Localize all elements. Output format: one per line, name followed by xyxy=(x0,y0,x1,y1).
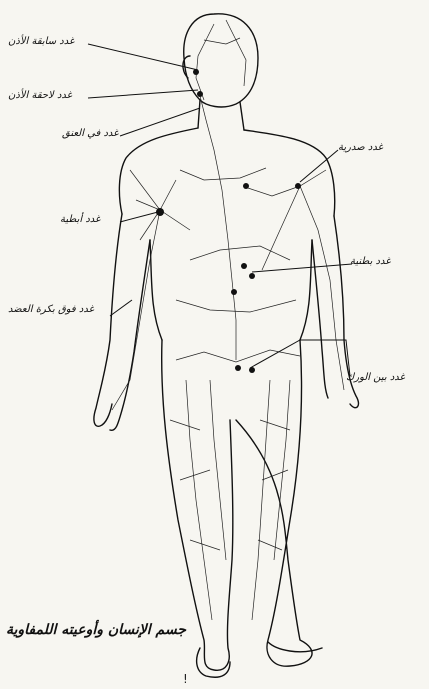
lymph-nodes xyxy=(156,69,301,373)
left-arm-outline xyxy=(94,214,150,430)
label-supratrochlear-nodes: غدد فوق بكرة العضد xyxy=(8,304,94,315)
label-abdominal-nodes: غدد بطنية xyxy=(350,256,391,267)
label-postauricular-nodes: غدد لاحقة الأذن xyxy=(8,90,72,101)
lymph-network xyxy=(112,20,344,620)
label-inguinal-nodes: غدد بين الورك xyxy=(346,372,405,383)
label-thoracic-nodes: غدد صدرية xyxy=(338,142,383,153)
head-outline xyxy=(184,14,258,107)
leader-lines xyxy=(88,44,352,376)
label-cervical-nodes: غدد في العنق xyxy=(62,128,118,139)
label-axillary-nodes: غدد أبطية xyxy=(60,214,100,225)
bottom-mark: ! xyxy=(183,672,188,686)
feet-outline xyxy=(197,642,322,677)
label-preauricular-nodes: غدد سابقة الأذن xyxy=(8,36,74,47)
caption: جسم الإنسان وأوعيته اللمفاوية xyxy=(6,622,186,638)
